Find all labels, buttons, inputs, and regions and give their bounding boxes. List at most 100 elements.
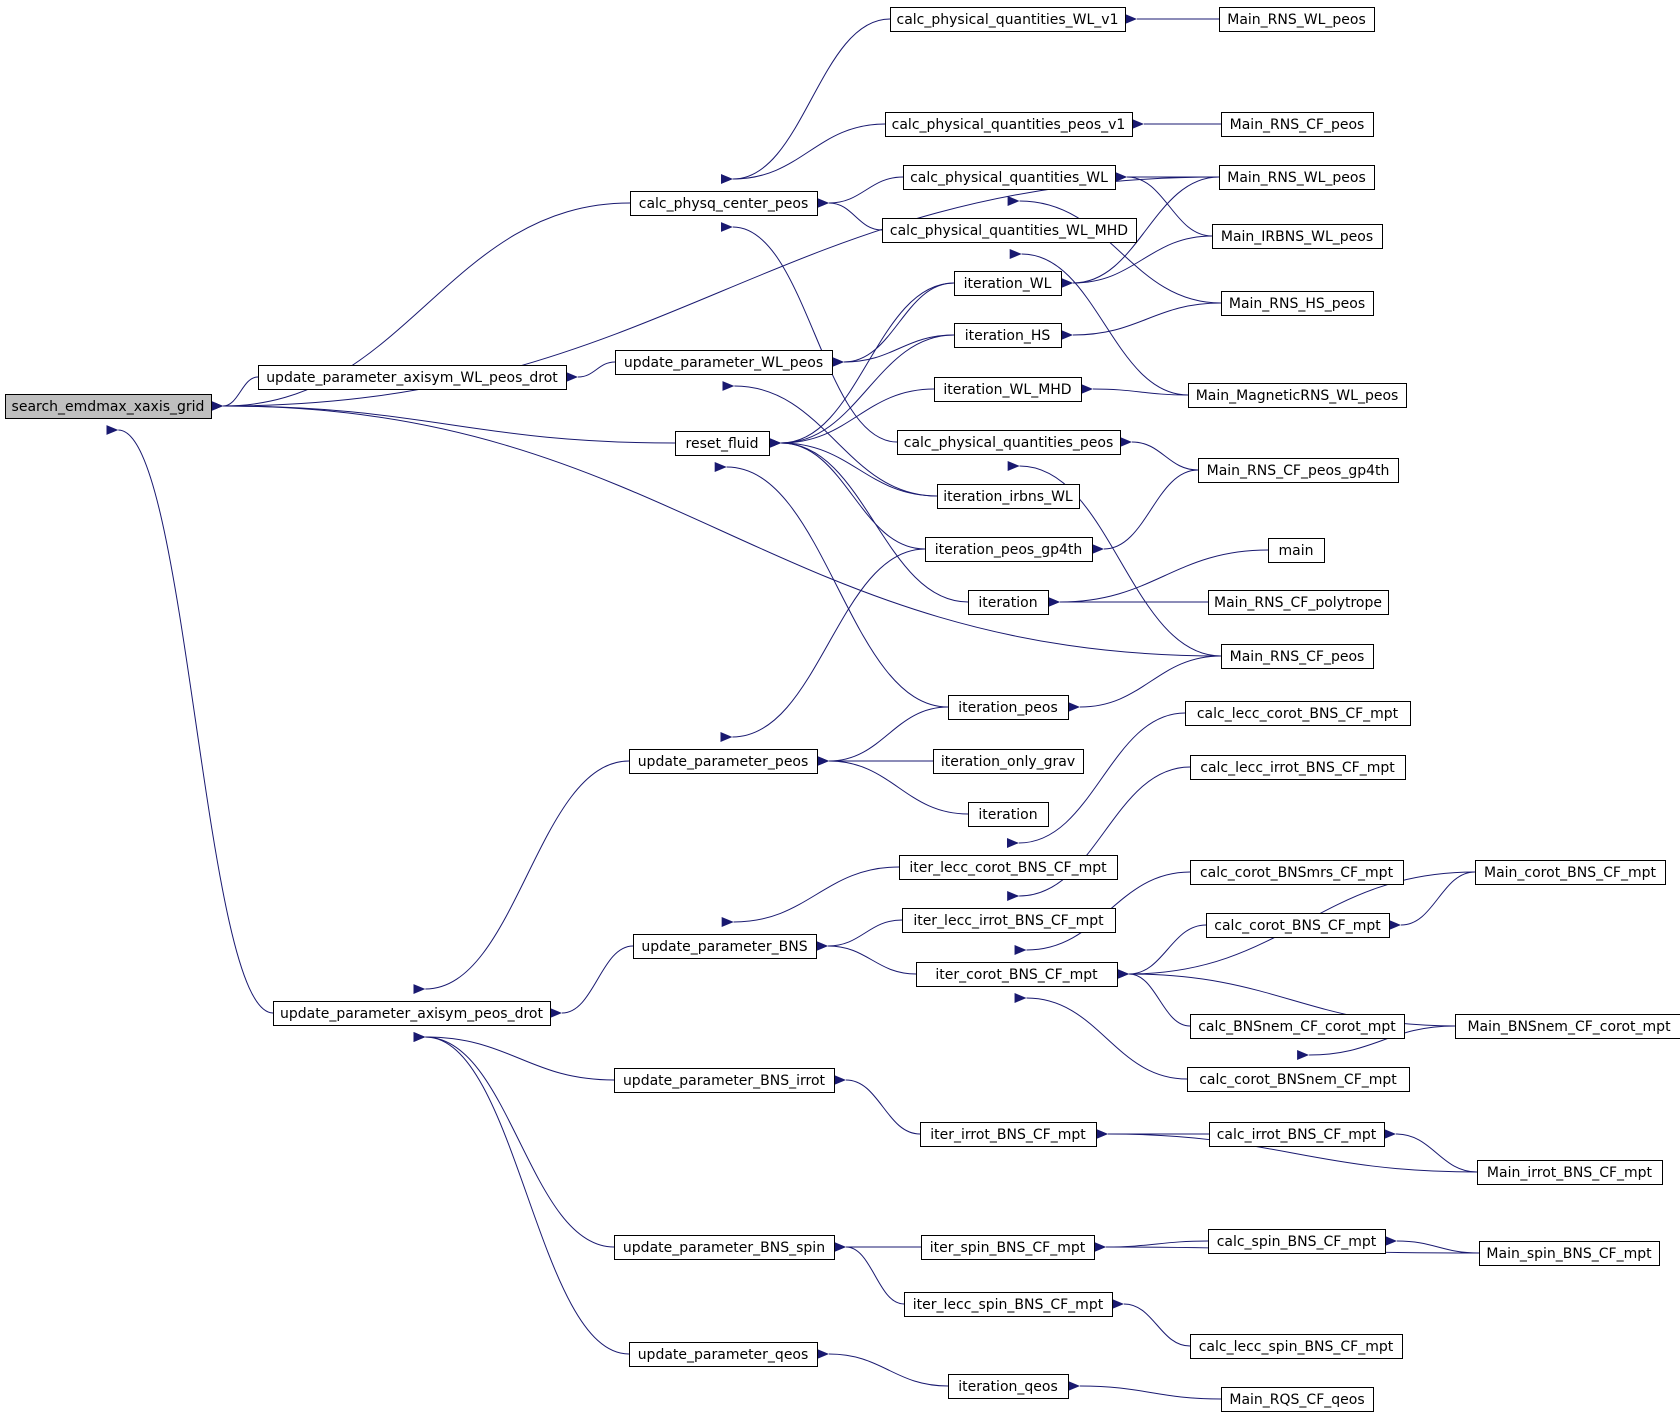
node-iter-spin-bns-cf-mpt[interactable]: iter_spin_BNS_CF_mpt [921, 1235, 1095, 1260]
node-iteration-wl[interactable]: iteration_WL [954, 271, 1062, 296]
node-label: Main_irrot_BNS_CF_mpt [1487, 1165, 1653, 1181]
edge-n4-n13 [720, 123, 886, 185]
edge-n6-n22 [768, 437, 969, 603]
node-iteration-peos[interactable]: iteration_peos [948, 695, 1069, 720]
node-iteration[interactable]: iteration [968, 802, 1049, 827]
node-box [1198, 458, 1399, 483]
node-label: calc_physical_quantities_WL [910, 170, 1108, 186]
node-main-rns-wl-peos[interactable]: Main_RNS_WL_peos [1219, 165, 1375, 190]
edge-n19-n39 [1119, 436, 1199, 471]
node-label: iteration [978, 595, 1037, 611]
edge-n8-n28 [815, 940, 917, 975]
node-update-parameter-wl-peos[interactable]: update_parameter_WL_peos [615, 350, 833, 375]
node-update-parameter-bns-irrot[interactable]: update_parameter_BNS_irrot [614, 1068, 835, 1093]
node-main-rqs-cf-qeos[interactable]: Main_RQS_CF_qeos [1221, 1387, 1374, 1412]
node-update-parameter-qeos[interactable]: update_parameter_qeos [629, 1342, 818, 1367]
node-label: calc_physical_quantities_peos [904, 435, 1114, 451]
edge-n7-n25 [816, 755, 969, 815]
edge-n8-n27 [815, 919, 903, 952]
node-calc-lecc-corot-bns-cf-mpt[interactable]: calc_lecc_corot_BNS_CF_mpt [1185, 701, 1411, 726]
node-update-parameter-bns-spin[interactable]: update_parameter_BNS_spin [614, 1235, 835, 1260]
node-box [1219, 7, 1375, 32]
node-main-rns-hs-peos[interactable]: Main_RNS_HS_peos [1221, 291, 1374, 316]
node-box [1190, 860, 1404, 885]
node-label: update_parameter_BNS_spin [623, 1240, 825, 1256]
node-update-parameter-bns[interactable]: update_parameter_BNS [633, 934, 817, 959]
node-box [1187, 1067, 1410, 1092]
node-label: calc_physq_center_peos [639, 196, 809, 212]
node-main-spin-bns-cf-mpt[interactable]: Main_spin_BNS_CF_mpt [1479, 1241, 1660, 1266]
node-label: Main_RQS_CF_qeos [1229, 1392, 1364, 1408]
node-box [1190, 755, 1406, 780]
node-main-corot-bns-cf-mpt[interactable]: Main_corot_BNS_CF_mpt [1475, 860, 1666, 885]
node-label: Main_RNS_HS_peos [1229, 296, 1365, 312]
node-update-parameter-peos[interactable]: update_parameter_peos [629, 749, 818, 774]
edge-n3-n11 [413, 1031, 630, 1355]
edge-n28-n47 [1116, 968, 1191, 1027]
node-label: calc_lecc_irrot_BNS_CF_mpt [1200, 760, 1395, 776]
node-iteration-qeos[interactable]: iteration_qeos [948, 1374, 1069, 1399]
edge-n14-n36 [1114, 171, 1213, 237]
node-calc-irrot-bns-cf-mpt[interactable]: calc_irrot_BNS_CF_mpt [1209, 1122, 1385, 1147]
node-label: Main_spin_BNS_CF_mpt [1486, 1246, 1652, 1262]
node-calc-physical-quantities-wl-v1[interactable]: calc_physical_quantities_WL_v1 [890, 7, 1126, 32]
node-label: calc_spin_BNS_CF_mpt [1217, 1234, 1377, 1250]
node-main-irbns-wl-peos[interactable]: Main_IRBNS_WL_peos [1212, 224, 1383, 249]
edge-n5-n20 [722, 380, 938, 497]
node-iteration-wl-mhd[interactable]: iteration_WL_MHD [934, 377, 1082, 402]
node-iter-lecc-spin-bns-cf-mpt[interactable]: iter_lecc_spin_BNS_CF_mpt [904, 1292, 1113, 1317]
node-calc-spin-bns-cf-mpt[interactable]: calc_spin_BNS_CF_mpt [1208, 1229, 1386, 1254]
node-calc-physq-center-peos[interactable]: calc_physq_center_peos [630, 191, 818, 216]
node-main-rns-cf-peos-gp4th[interactable]: Main_RNS_CF_peos_gp4th [1198, 458, 1399, 483]
node-update-parameter-axisym-peos-drot[interactable]: update_parameter_axisym_peos_drot [273, 1001, 551, 1026]
node-box [1209, 1122, 1385, 1147]
node-box [903, 165, 1116, 190]
node-iteration-peos-gp4th[interactable]: iteration_peos_gp4th [925, 537, 1093, 562]
edge-n7-n21 [720, 548, 926, 743]
node-main-irrot-bns-cf-mpt[interactable]: Main_irrot_BNS_CF_mpt [1477, 1160, 1663, 1185]
node-label: update_parameter_WL_peos [624, 355, 823, 371]
node-iter-lecc-corot-bns-cf-mpt[interactable]: iter_lecc_corot_BNS_CF_mpt [899, 855, 1118, 880]
node-label: update_parameter_BNS_irrot [623, 1073, 826, 1089]
node-calc-physical-quantities-wl[interactable]: calc_physical_quantities_WL [903, 165, 1116, 190]
node-box [614, 1235, 835, 1260]
node-main-rns-cf-peos[interactable]: Main_RNS_CF_peos [1221, 112, 1374, 137]
node-iteration-hs[interactable]: iteration_HS [954, 323, 1062, 348]
node-main[interactable]: main [1268, 538, 1325, 563]
node-iter-lecc-irrot-bns-cf-mpt[interactable]: iter_lecc_irrot_BNS_CF_mpt [902, 908, 1116, 933]
node-main-rns-wl-peos[interactable]: Main_RNS_WL_peos [1219, 7, 1375, 32]
edge-n30-n50 [1093, 1240, 1209, 1253]
node-reset-fluid[interactable]: reset_fluid [675, 431, 770, 456]
node-iter-irrot-bns-cf-mpt[interactable]: iter_irrot_BNS_CF_mpt [920, 1122, 1097, 1147]
edge-n19-n42 [1007, 460, 1222, 657]
node-calc-corot-bnsmrs-cf-mpt[interactable]: calc_corot_BNSmrs_CF_mpt [1190, 860, 1404, 885]
node-main-magneticrns-wl-peos[interactable]: Main_MagneticRNS_WL_peos [1188, 383, 1407, 408]
node-update-parameter-axisym-wl-peos-drot[interactable]: update_parameter_axisym_WL_peos_drot [258, 365, 567, 390]
node-label: Main_IRBNS_WL_peos [1221, 229, 1373, 245]
node-calc-physical-quantities-peos-v1[interactable]: calc_physical_quantities_peos_v1 [885, 112, 1133, 137]
node-calc-bnsnem-cf-corot-mpt[interactable]: calc_BNSnem_CF_corot_mpt [1190, 1014, 1405, 1039]
edge-n2-n5 [565, 361, 616, 383]
edge-n32-n52 [1067, 1380, 1222, 1400]
edge-n6-n17 [768, 334, 955, 449]
node-iter-corot-bns-cf-mpt[interactable]: iter_corot_BNS_CF_mpt [916, 962, 1118, 987]
node-box [885, 112, 1133, 137]
node-calc-lecc-spin-bns-cf-mpt[interactable]: calc_lecc_spin_BNS_CF_mpt [1190, 1334, 1403, 1359]
node-calc-physical-quantities-peos[interactable]: calc_physical_quantities_peos [897, 430, 1121, 455]
node-calc-corot-bnsnem-cf-mpt[interactable]: calc_corot_BNSnem_CF_mpt [1187, 1067, 1410, 1092]
node-label: Main_RNS_CF_peos [1230, 117, 1365, 133]
node-iteration-only-grav[interactable]: iteration_only_grav [933, 749, 1084, 774]
node-main-rns-cf-polytrope[interactable]: Main_RNS_CF_polytrope [1208, 590, 1389, 615]
node-search-emdmax-xaxis-grid[interactable]: search_emdmax_xaxis_grid [5, 394, 212, 419]
node-iteration[interactable]: iteration [968, 590, 1049, 615]
edge-n4-n15 [816, 197, 883, 231]
node-iteration-irbns-wl[interactable]: iteration_irbns_WL [937, 484, 1080, 509]
node-calc-corot-bns-cf-mpt[interactable]: calc_corot_BNS_CF_mpt [1206, 913, 1390, 938]
node-calc-lecc-irrot-bns-cf-mpt[interactable]: calc_lecc_irrot_BNS_CF_mpt [1190, 755, 1406, 780]
node-box [921, 1235, 1095, 1260]
node-main-bnsnem-cf-corot-mpt[interactable]: Main_BNSnem_CF_corot_mpt [1455, 1014, 1680, 1039]
node-box [675, 431, 770, 456]
node-box [258, 365, 567, 390]
node-main-rns-cf-peos[interactable]: Main_RNS_CF_peos [1221, 644, 1374, 669]
node-calc-physical-quantities-wl-mhd[interactable]: calc_physical_quantities_WL_MHD [882, 218, 1137, 243]
